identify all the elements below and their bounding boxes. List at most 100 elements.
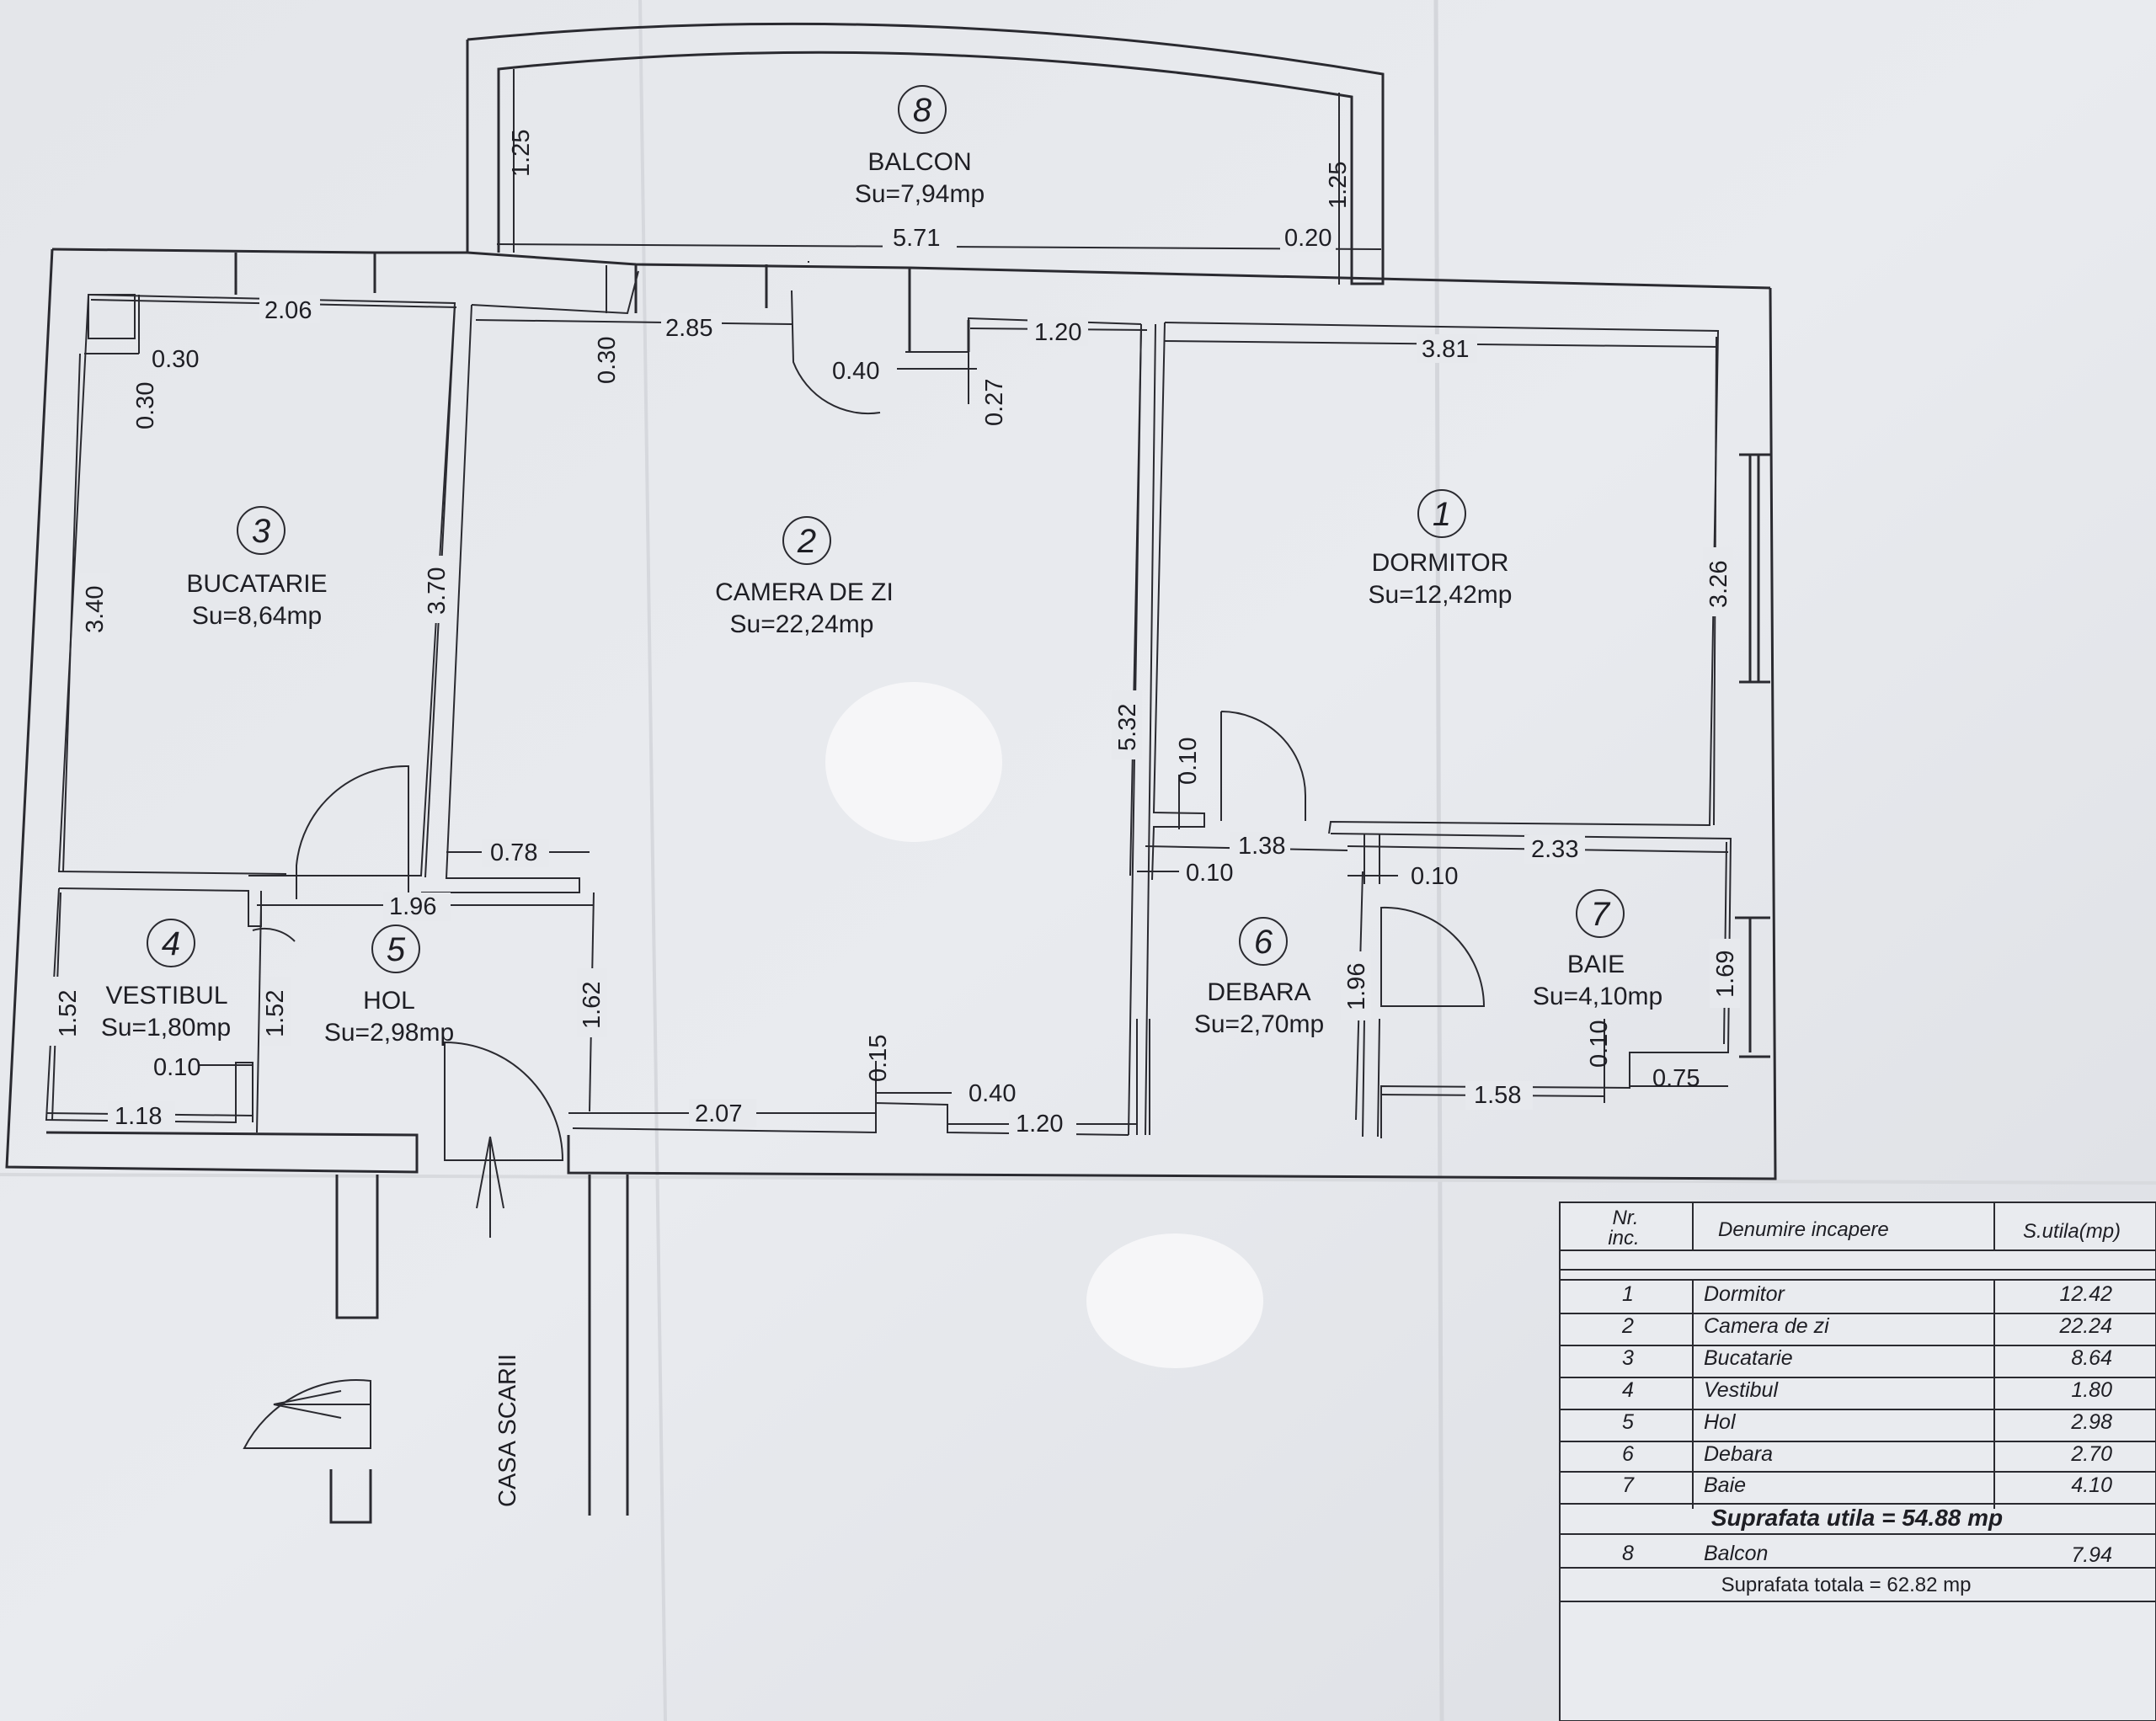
svg-text:0.10: 0.10 [1411, 863, 1458, 890]
svg-text:2.06: 2.06 [264, 297, 312, 324]
table-row-area: 12.42 [2059, 1282, 2112, 1306]
room-number: 7 [1591, 896, 1611, 933]
room-number-circles [147, 85, 1625, 973]
table-totals: Suprafata utila = 54.88 mp 8 Balcon 7.94… [1622, 1505, 2112, 1596]
svg-text:1.96: 1.96 [389, 893, 436, 920]
svg-text:2.33: 2.33 [1531, 836, 1578, 863]
room-name: HOL [363, 987, 415, 1015]
paper-stain [1086, 1233, 1263, 1368]
table-row-nr: 2 [1621, 1314, 1634, 1338]
svg-text:1.20: 1.20 [1034, 319, 1081, 346]
svg-text:0.75: 0.75 [1652, 1065, 1700, 1092]
room-area: Su=12,42mp [1369, 581, 1513, 609]
room-number: 3 [252, 513, 270, 550]
table-header-name: Denumire incapere [1718, 1218, 1889, 1241]
svg-text:1.25: 1.25 [508, 130, 535, 177]
room-area: Su=2,98mp [324, 1019, 454, 1047]
table-row-name: Baie [1704, 1473, 1746, 1497]
table-row-nr: 6 [1622, 1442, 1634, 1466]
table-row-name: Bucatarie [1704, 1346, 1793, 1370]
table-row-area: 2.70 [2070, 1442, 2112, 1466]
svg-text:5.71: 5.71 [893, 225, 940, 252]
dimension-labels-vertical: 1.25 1.25 0.30 3.40 3.70 0.30 0.27 3.26 … [45, 130, 1740, 1082]
room-area: Su=8,64mp [192, 602, 322, 630]
paper-fold [638, 0, 667, 1721]
svg-text:0.20: 0.20 [1284, 225, 1331, 252]
table-header-nr: Nr. [1612, 1207, 1638, 1229]
grand-total: Suprafata totala = 62.82 mp [1721, 1574, 1972, 1596]
svg-text:1.96: 1.96 [1343, 963, 1370, 1010]
table-row-area: 4.10 [2071, 1473, 2112, 1497]
table-row-name: Debara [1704, 1442, 1773, 1466]
room-name: CAMERA DE ZI [715, 578, 894, 606]
table-row-area: 22.24 [2058, 1314, 2112, 1338]
svg-text:1.20: 1.20 [1016, 1111, 1063, 1138]
svg-text:0.40: 0.40 [832, 358, 879, 385]
room-number: 1 [1433, 496, 1451, 533]
room-number: 6 [1254, 924, 1273, 961]
svg-text:0.10: 0.10 [153, 1054, 200, 1081]
useful-area-total: Suprafata utila = 54.88 mp [1711, 1505, 2003, 1531]
svg-text:1.58: 1.58 [1474, 1082, 1521, 1109]
table-row-name: Vestibul [1704, 1378, 1779, 1402]
svg-text:1.52: 1.52 [262, 990, 289, 1037]
door-swings [243, 290, 1486, 1449]
table-row-name: Dormitor [1704, 1282, 1786, 1306]
room-area: Su=4,10mp [1533, 983, 1662, 1010]
svg-text:3.40: 3.40 [82, 586, 109, 633]
table-row-area: 7.94 [2071, 1543, 2112, 1567]
table-row-nr: 7 [1622, 1473, 1635, 1497]
room-number: 8 [913, 92, 932, 129]
room-area: Su=1,80mp [101, 1014, 231, 1042]
room-name: DEBARA [1207, 978, 1310, 1006]
room-area: Su=22,24mp [730, 610, 874, 638]
svg-text:1.69: 1.69 [1712, 951, 1739, 998]
balcony-walls [466, 22, 1385, 285]
svg-text:0.10: 0.10 [1586, 1020, 1613, 1068]
table-row-area: 8.64 [2071, 1346, 2112, 1370]
entry-arrows [273, 1136, 504, 1419]
table-row-name: Hol [1704, 1410, 1737, 1434]
table-header-inc: inc. [1608, 1227, 1639, 1249]
table-row-name: Camera de zi [1704, 1314, 1830, 1338]
table-row-nr: 8 [1622, 1542, 1634, 1565]
svg-text:1.52: 1.52 [55, 990, 82, 1037]
room-name: BAIE [1567, 951, 1625, 978]
room-number: 4 [162, 925, 180, 962]
svg-text:0.78: 0.78 [490, 839, 537, 866]
svg-text:1.62: 1.62 [579, 982, 606, 1029]
svg-text:0.10: 0.10 [1175, 738, 1202, 785]
svg-text:2.85: 2.85 [665, 315, 712, 342]
svg-text:0.30: 0.30 [132, 382, 159, 429]
table-row-name: Balcon [1704, 1542, 1768, 1565]
table-row-nr: 4 [1622, 1378, 1634, 1402]
paper-stain [825, 682, 1002, 842]
svg-text:5.32: 5.32 [1114, 704, 1141, 751]
stair-label: CASA SCARII [494, 1354, 521, 1507]
dimension-labels: 5.71 0.20 2.06 0.30 2.85 0.40 1.20 3.81 … [108, 221, 1700, 1138]
table-row-area: 1.80 [2071, 1378, 2112, 1402]
svg-text:0.30: 0.30 [594, 337, 621, 384]
room-name: VESTIBUL [105, 982, 227, 1010]
svg-text:0.27: 0.27 [981, 379, 1008, 426]
room-area: Su=2,70mp [1194, 1010, 1324, 1038]
svg-text:0.30: 0.30 [152, 346, 199, 373]
room-name: BALCON [867, 148, 971, 176]
table-row-area: 2.98 [2070, 1410, 2112, 1434]
room-area: Su=7,94mp [855, 180, 985, 208]
paper-fold [0, 1173, 2156, 1185]
paper-fold [1433, 0, 1444, 1721]
svg-text:3.81: 3.81 [1422, 336, 1469, 363]
svg-text:3.26: 3.26 [1705, 561, 1732, 608]
svg-text:1.18: 1.18 [115, 1103, 162, 1130]
table-row-nr: 1 [1622, 1282, 1634, 1306]
room-name: BUCATARIE [186, 570, 327, 598]
outer-walls [5, 248, 1777, 1180]
area-table: Nr. inc. Denumire incapere S.utila(mp) [1559, 1202, 2156, 1721]
svg-text:1.38: 1.38 [1238, 833, 1285, 860]
room-number: 5 [387, 931, 406, 968]
room-name: DORMITOR [1372, 549, 1509, 577]
svg-text:0.40: 0.40 [969, 1080, 1016, 1107]
